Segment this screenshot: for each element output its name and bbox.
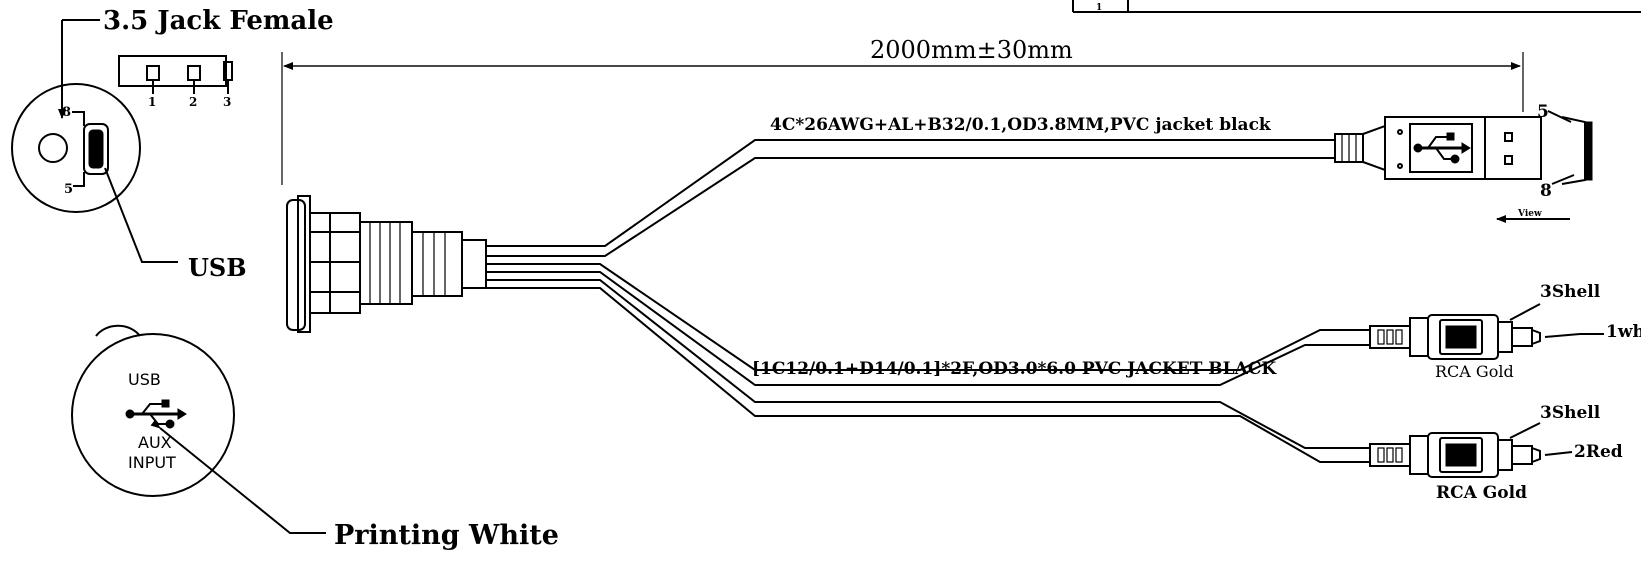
rca2-shell: 3Shell	[1540, 403, 1601, 423]
rca-plug-red: 3Shell 2Red RCA Gold	[1369, 403, 1623, 503]
usb-end-pin-5: 5	[1537, 102, 1549, 122]
usb-pin-5: 5	[64, 182, 73, 197]
usb-end-view: 5 8 View	[1496, 102, 1593, 223]
usb-symbol-icon	[125, 399, 187, 429]
length-dim-text: 2000mm±30mm	[870, 36, 1073, 64]
jack-title: 3.5 Jack Female	[103, 6, 334, 36]
jack-pin-2: 2	[189, 95, 197, 109]
usb-callout: USB	[188, 253, 247, 282]
rca-plug-white: 3Shell 1white RCA Gold	[1369, 282, 1641, 381]
panel-input-text: INPUT	[128, 453, 176, 472]
jack-callout: 3.5 Jack Female	[58, 6, 334, 119]
printing-callout: Printing White	[334, 520, 559, 551]
jack-side-view: 1 2 3	[118, 55, 233, 109]
jack-pin-3: 3	[223, 95, 231, 109]
usb-trident-icon	[1413, 132, 1471, 164]
rca-cable-spec: [1C12/0.1+D14/0.1]*2F,OD3.0*6.0 PVC JACK…	[752, 359, 1277, 379]
panel-usb-text: USB	[128, 370, 161, 389]
usb-pin-8: 8	[62, 105, 71, 120]
rca-cable: [1C12/0.1+D14/0.1]*2F,OD3.0*6.0 PVC JACK…	[486, 263, 1370, 463]
usb-a-plug	[1334, 116, 1542, 180]
length-dimension: 2000mm±30mm	[281, 36, 1524, 185]
rca1-name: RCA Gold	[1435, 362, 1514, 381]
jack-pin-1: 1	[148, 95, 156, 109]
rca1-shell: 3Shell	[1540, 282, 1601, 302]
title-block: 1	[1072, 0, 1641, 13]
view-label: View	[1517, 209, 1542, 219]
rca2-name: RCA Gold	[1436, 483, 1527, 503]
panel-print-view: USB AUX INPUT Printing White	[71, 324, 559, 551]
usb-cable-spec: 4C*26AWG+AL+B32/0.1,OD3.8MM,PVC jacket b…	[770, 115, 1272, 135]
usb-cable: 4C*26AWG+AL+B32/0.1,OD3.8MM,PVC jacket b…	[486, 115, 1335, 257]
panel-mount-connector	[286, 195, 487, 333]
usb-end-pin-8: 8	[1540, 181, 1552, 201]
panel-front-view: 8 5 USB	[11, 83, 247, 282]
panel-aux-text: AUX	[138, 433, 172, 452]
rca2-tip: 2Red	[1574, 442, 1623, 462]
rca1-tip: 1white	[1606, 322, 1641, 342]
title-block-cell: 1	[1096, 3, 1102, 13]
